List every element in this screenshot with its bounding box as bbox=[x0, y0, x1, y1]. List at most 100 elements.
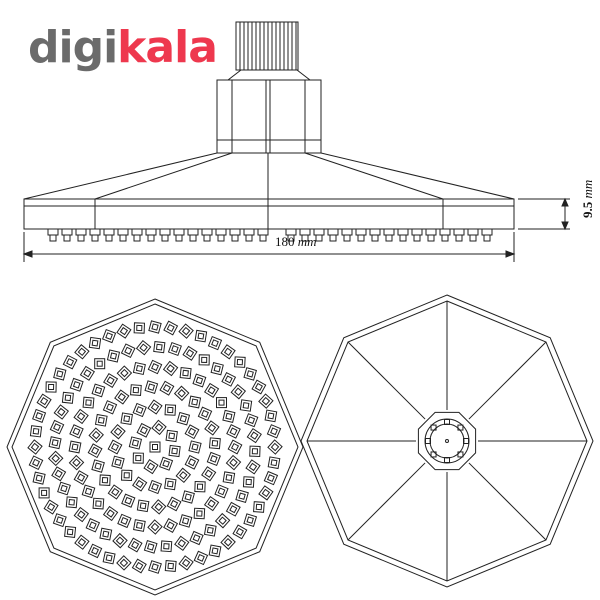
nozzle-square-inner bbox=[151, 363, 159, 371]
nozzle-square-inner bbox=[218, 516, 227, 525]
nozzle-square-inner bbox=[91, 546, 99, 555]
nozzle-tip bbox=[371, 234, 379, 242]
center-hub bbox=[417, 411, 477, 471]
nozzle-square bbox=[53, 367, 67, 381]
nozzle-square bbox=[245, 459, 261, 475]
nozzle-tip bbox=[455, 234, 463, 242]
nozzle-square bbox=[166, 496, 182, 512]
nozzle-square-inner bbox=[139, 426, 148, 435]
nozzle-square bbox=[208, 544, 222, 558]
nozzle-square-inner bbox=[218, 399, 225, 406]
nozzle-square-inner bbox=[146, 462, 156, 471]
nozzle-square-inner bbox=[123, 472, 130, 479]
nozzle-square-inner bbox=[56, 370, 64, 378]
nozzle-square bbox=[242, 476, 255, 488]
nozzle-square bbox=[52, 513, 67, 528]
nozzle-square bbox=[222, 409, 236, 423]
knurl-lines bbox=[239, 22, 297, 70]
nozzle-square bbox=[130, 384, 142, 396]
nozzle-square-inner bbox=[150, 402, 160, 412]
nozzle-tip bbox=[329, 234, 337, 242]
nozzle-square-inner bbox=[101, 477, 109, 484]
rib-line bbox=[468, 341, 547, 420]
nut-neck bbox=[226, 69, 312, 81]
nozzle-tip bbox=[91, 234, 99, 242]
nozzle-square bbox=[206, 451, 221, 467]
nozzle-square bbox=[220, 534, 236, 550]
nozzle-tip bbox=[161, 234, 169, 242]
nozzle-square-inner bbox=[181, 558, 191, 568]
nozzle-square-inner bbox=[187, 458, 197, 467]
nozzle-tip bbox=[231, 234, 239, 242]
nozzle-square bbox=[91, 383, 106, 398]
nozzle-square bbox=[94, 413, 108, 427]
nozzle bbox=[397, 228, 409, 236]
nozzle-square bbox=[136, 499, 150, 513]
nozzle-square bbox=[178, 323, 194, 339]
nozzle bbox=[103, 228, 115, 236]
nozzle-square-inner bbox=[223, 347, 233, 356]
nozzle-square bbox=[159, 380, 175, 396]
nozzle-square bbox=[73, 470, 89, 486]
nozzle-square bbox=[117, 513, 132, 529]
nozzle-square-inner bbox=[84, 487, 93, 496]
nozzle-square-inner bbox=[106, 376, 115, 385]
nozzle-square-inner bbox=[51, 454, 60, 463]
nozzle-square bbox=[143, 458, 159, 475]
nozzle-square bbox=[47, 450, 64, 467]
cone-lines bbox=[23, 152, 515, 200]
nozzle-square bbox=[92, 497, 105, 510]
nozzle-tip bbox=[385, 234, 393, 242]
nozzle-square bbox=[107, 439, 123, 455]
nozzle-square-inner bbox=[177, 539, 186, 548]
nozzle bbox=[481, 228, 493, 236]
nozzle-square-inner bbox=[255, 503, 263, 511]
nozzle-square-inner bbox=[71, 443, 79, 451]
nozzle-square bbox=[106, 349, 121, 363]
nozzle bbox=[425, 228, 437, 236]
nozzle-square-inner bbox=[154, 502, 163, 512]
nozzle-square-inner bbox=[171, 447, 178, 455]
nozzle-square bbox=[264, 409, 278, 423]
nozzle-square-inner bbox=[246, 516, 254, 524]
nozzle-square-inner bbox=[96, 360, 103, 367]
nozzle-square-inner bbox=[66, 358, 75, 367]
nozzle-square bbox=[112, 532, 128, 549]
nozzle bbox=[383, 228, 395, 236]
nozzle-square-inner bbox=[111, 487, 120, 497]
nozzle-square bbox=[192, 373, 207, 388]
nozzle-tip bbox=[315, 234, 323, 242]
nozzle-square-inner bbox=[72, 380, 81, 389]
nozzle-square-inner bbox=[139, 343, 148, 352]
nozzle-square bbox=[150, 499, 167, 515]
nozzle-square-inner bbox=[246, 370, 254, 378]
nozzle-square-inner bbox=[184, 493, 192, 501]
nozzle-square bbox=[120, 412, 133, 425]
nozzle-square-inner bbox=[167, 562, 174, 570]
nozzle-square-inner bbox=[155, 343, 163, 351]
nozzle-square-inner bbox=[248, 462, 258, 472]
nozzle-square-inner bbox=[131, 439, 140, 447]
nozzle-square-inner bbox=[150, 522, 160, 532]
nozzle-square bbox=[220, 344, 236, 360]
nozzle-square bbox=[99, 474, 111, 486]
nozzle-square-inner bbox=[261, 396, 271, 406]
nozzle-square bbox=[36, 393, 52, 409]
nozzle-square-inner bbox=[72, 458, 81, 467]
nozzle-square-inner bbox=[196, 483, 204, 490]
nozzle-square bbox=[232, 524, 248, 540]
nozzle-square bbox=[246, 427, 262, 444]
nozzle-square bbox=[163, 320, 179, 336]
nozzle-square bbox=[116, 323, 132, 339]
nozzle-square-inner bbox=[192, 534, 201, 542]
nozzle-square bbox=[111, 455, 125, 470]
thread-tooth bbox=[444, 457, 450, 463]
nozzle-square-inner bbox=[119, 558, 129, 568]
nozzle-square bbox=[239, 399, 253, 412]
nozzle-square bbox=[65, 496, 78, 509]
nozzle-tip bbox=[119, 234, 127, 242]
nozzle-square bbox=[197, 406, 213, 422]
nozzle-square-inner bbox=[64, 394, 72, 402]
nozzle-square-inner bbox=[234, 387, 243, 396]
nozzle-square bbox=[87, 443, 103, 459]
